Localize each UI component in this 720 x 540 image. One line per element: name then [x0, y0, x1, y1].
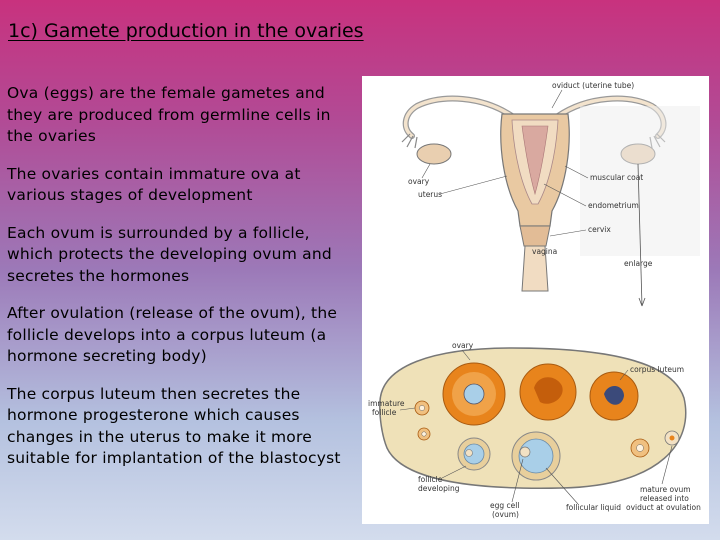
- uterus-illustration: [401, 95, 700, 292]
- label-cervix: cervix: [588, 225, 611, 234]
- reproductive-system-diagram: oviduct (uterine tube) ovary uterus musc…: [362, 76, 709, 524]
- label-follicle-developing-line2: developing: [418, 484, 460, 493]
- diagram-drawing: oviduct (uterine tube) ovary uterus musc…: [368, 81, 701, 519]
- label-mature-ovum-line1: mature ovum: [640, 485, 691, 494]
- notes-list: Ova (eggs) are the female gametes and th…: [7, 83, 359, 486]
- label-ovary-top: ovary: [408, 177, 430, 186]
- note-follicle: Each ovum is surrounded by a follicle, w…: [7, 223, 332, 285]
- label-immature-follicle-line1: immature: [368, 399, 405, 408]
- label-muscular-coat: muscular coat: [590, 173, 643, 182]
- label-egg-cell-line1: egg cell: [490, 501, 519, 510]
- label-vagina: vagina: [532, 247, 557, 256]
- note-ovulation: After ovulation (release of the ovum), t…: [7, 304, 338, 365]
- label-oviduct: oviduct (uterine tube): [552, 81, 634, 90]
- ovary-cross-section: [379, 347, 687, 489]
- label-immature-follicle-line2: follicle: [372, 408, 397, 417]
- label-egg-cell-line2: (ovum): [492, 510, 519, 519]
- label-uterus: uterus: [418, 190, 442, 199]
- page-title: 1c) Gamete production in the ovaries: [8, 20, 364, 42]
- note-ova-definition: Ova (eggs) are the female gametes and th…: [7, 84, 331, 145]
- label-mature-ovum-line2: released into: [640, 494, 689, 503]
- label-follicular-liquid: follicular liquid: [566, 503, 621, 512]
- note-corpus-luteum: The corpus luteum then secretes the horm…: [7, 384, 341, 468]
- label-follicle-developing-line1: follicle: [418, 475, 443, 484]
- label-corpus-luteum: corpus luteum: [630, 365, 684, 374]
- label-ovary-bottom: ovary: [452, 341, 474, 350]
- label-endometrium: endometrium: [588, 201, 639, 210]
- note-immature-ova: The ovaries contain immature ova at vari…: [7, 164, 301, 205]
- label-mature-ovum-line3: oviduct at ovulation: [626, 503, 701, 512]
- label-enlarge: enlarge: [624, 259, 653, 268]
